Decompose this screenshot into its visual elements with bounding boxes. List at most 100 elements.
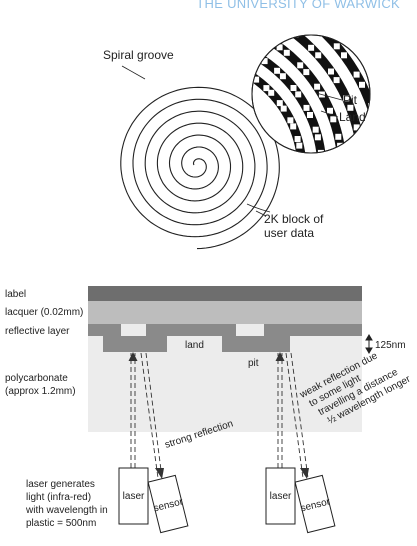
pit-mark	[343, 95, 350, 102]
pit-mark	[217, 59, 223, 65]
right-laser-text: laser	[270, 491, 292, 502]
left-laser: laser	[118, 467, 149, 525]
spiral-groove	[120, 86, 280, 250]
pit-mark	[378, 148, 384, 154]
right-sensor: sensor	[294, 474, 336, 534]
light-beams	[130, 352, 309, 479]
pit-leader	[315, 92, 343, 101]
pit-mark	[238, 3, 244, 9]
pit-mark	[293, 202, 299, 208]
university-header: THE UNIVERSITY OF WARWICK	[196, 0, 400, 11]
pit-mark	[201, 16, 207, 22]
pit-mark	[339, 161, 345, 167]
pit-mark	[284, 25, 290, 31]
pit-mark	[314, 134, 321, 141]
pit-mark	[315, 52, 322, 59]
pit-mark	[335, 254, 341, 260]
pit-mark	[328, 68, 334, 75]
pit-mark	[228, 0, 234, 6]
pit-mark	[375, 205, 381, 211]
pit-mark	[317, 149, 324, 153]
pit-mark	[339, 170, 345, 176]
pit-mark	[341, 52, 347, 59]
land-leader	[320, 110, 339, 118]
pit-mark	[197, 56, 203, 62]
data-block-label-1: 2K block of	[264, 212, 324, 226]
land-label: Land	[339, 110, 366, 124]
left-laser-text: laser	[123, 491, 145, 502]
pit-mark	[299, 270, 305, 276]
pit-mark	[314, 83, 321, 90]
pit-mark	[386, 240, 392, 246]
pit-mark	[317, 0, 323, 6]
pit-mark	[299, 176, 305, 182]
pit-mark	[316, 197, 322, 203]
pit-mark	[210, 17, 216, 23]
reflective-layer-text: reflective layer	[5, 326, 70, 337]
pit-mark	[252, 72, 254, 79]
pit-mark	[345, 26, 351, 32]
pit-mark	[396, 203, 402, 209]
pit-mark	[267, 15, 273, 21]
pit-mark	[299, 163, 305, 169]
pit-mark	[319, 158, 325, 164]
pit-mark	[333, 43, 340, 50]
pit-mark	[359, 165, 365, 171]
pit-mark	[295, 91, 302, 98]
pit-mark	[283, 49, 290, 56]
pit-mark	[349, 226, 355, 232]
pit-mark	[343, 279, 349, 285]
pit-mark	[367, 56, 370, 63]
pit-mark	[312, 126, 319, 133]
pit-mark	[365, 238, 371, 244]
pit-mark	[303, 104, 310, 111]
pit-mark	[298, 156, 304, 162]
pit-mark	[327, 107, 333, 114]
label-layer-text: label	[5, 289, 26, 300]
pit-mark	[317, 279, 323, 285]
pit-mark	[297, 240, 303, 246]
pit-mark	[198, 0, 204, 1]
magnified-track	[252, 35, 347, 153]
pit-mark	[377, 136, 383, 142]
pit-mark	[211, 37, 217, 43]
pit-mark	[372, 114, 378, 120]
pit-mark	[279, 73, 286, 80]
lacquer-layer-text: lacquer (0.02mm)	[5, 307, 83, 318]
pit-mark	[308, 44, 315, 51]
pit-mark	[389, 102, 395, 108]
pit-mark	[328, 223, 334, 229]
pit-mark	[210, 58, 216, 64]
pit-mark	[290, 85, 297, 91]
left-sensor: sensor	[147, 474, 189, 534]
pit-mark	[320, 240, 326, 246]
depth-arrow	[365, 334, 373, 354]
pit-mark	[385, 90, 391, 96]
pit-mark	[338, 188, 344, 194]
pit-mark	[355, 134, 362, 141]
pit-mark	[307, 112, 313, 118]
laser-note-1: laser generates	[26, 479, 95, 490]
pit-mark	[318, 27, 324, 33]
pit-mark	[281, 0, 287, 6]
pit-mark	[330, 116, 337, 123]
data-block-bracket	[246, 203, 271, 213]
pit-mark	[263, 85, 270, 92]
pit-mark	[274, 67, 281, 74]
pit-text: pit	[248, 358, 259, 369]
pit-mark	[370, 274, 376, 280]
pit-mark	[230, 63, 236, 69]
right-reflect-beam-b	[290, 352, 309, 479]
laser-note-4: plastic = 500nm	[26, 518, 96, 529]
pit-mark	[276, 44, 283, 51]
pit-mark	[228, 21, 234, 27]
pit-mark	[276, 100, 283, 107]
pit-mark	[353, 124, 360, 131]
pit-mark	[333, 77, 340, 84]
pit-label: Pit	[343, 93, 358, 107]
pit-mark	[183, 15, 189, 21]
pit-mark	[399, 178, 405, 184]
pit-mark	[327, 8, 333, 14]
polycarbonate-text-2: (approx 1.2mm)	[5, 386, 76, 397]
